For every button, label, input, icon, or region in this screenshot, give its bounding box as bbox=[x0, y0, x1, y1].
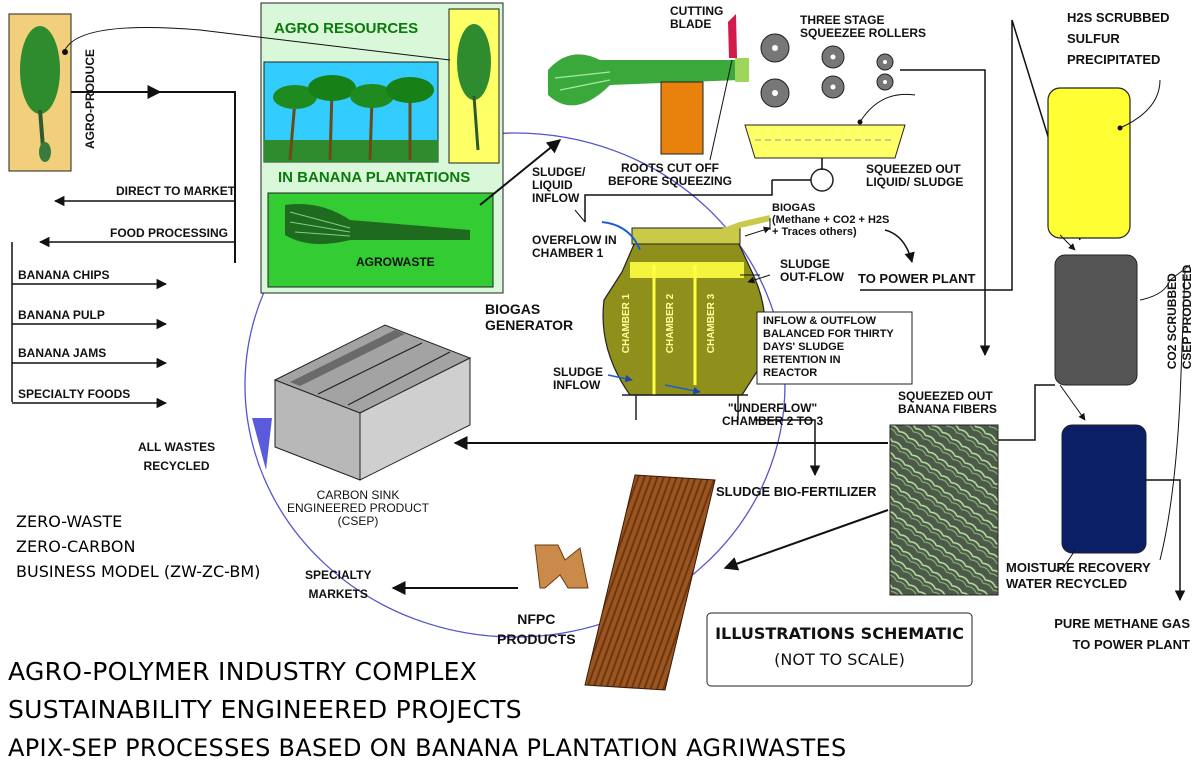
pump-icon bbox=[810, 168, 834, 192]
squeezee-rollers-icon bbox=[760, 33, 894, 108]
squeezed-liquid-label: SQUEEZED OUT LIQUID/ SLUDGE bbox=[866, 162, 964, 189]
cutting-blade-label: CUTTING BLADE bbox=[670, 4, 724, 31]
sludge-inflow-label: SLUDGE INFLOW bbox=[553, 365, 604, 392]
agrowaste-label: AGROWASTE bbox=[356, 255, 435, 269]
overflow-chamber1-label: OVERFLOW IN CHAMBER 1 bbox=[532, 233, 617, 260]
carbon-sink-box-icon bbox=[273, 324, 472, 481]
to-power-plant-label: TO POWER PLANT bbox=[858, 271, 976, 286]
banana-chips-label: BANANA CHIPS bbox=[18, 268, 110, 282]
h2s-scrubbed-label: H2S SCRUBBED SULFUR PRECIPITATED bbox=[1067, 10, 1170, 67]
all-wastes-recycled-label: ALL WASTES RECYCLED bbox=[138, 440, 216, 473]
moisture-recovery-tank bbox=[1061, 424, 1147, 554]
banana-jams-label: BANANA JAMS bbox=[18, 346, 107, 360]
chamber1-label: CHAMBER 1 bbox=[621, 293, 633, 354]
banana-stalk-machine-icon bbox=[548, 54, 749, 106]
biogas-label: BIOGAS (Methane + CO2 + H2S + Traces oth… bbox=[772, 202, 890, 238]
sludge-bio-fertilizer-label: SLUDGE BIO-FERTILIZER bbox=[716, 484, 877, 499]
moisture-recovery-label: MOISTURE RECOVERY WATER RECYCLED bbox=[1006, 560, 1151, 591]
recycle-cycle-circle bbox=[244, 132, 786, 638]
orange-support-block bbox=[660, 81, 704, 155]
nfpc-products-label: NFPC PRODUCTS bbox=[497, 611, 576, 647]
chamber2-label: CHAMBER 2 bbox=[665, 293, 677, 354]
biogas-generator-label: BIOGAS GENERATOR bbox=[485, 301, 574, 333]
underflow-label: "UNDERFLOW" CHAMBER 2 TO 3 bbox=[722, 401, 824, 428]
footer-title-line1: AGRO-POLYMER INDUSTRY COMPLEX bbox=[8, 657, 478, 686]
wood-plank-icon bbox=[534, 474, 716, 691]
banana-pulp-label: BANANA PULP bbox=[18, 308, 105, 322]
footer-title-line3: APIX-SEP PROCESSES BASED ON BANANA PLANT… bbox=[8, 734, 847, 762]
specialty-markets-label: SPECIALTY MARKETS bbox=[305, 568, 372, 601]
direct-to-market-label: DIRECT TO MARKET bbox=[116, 184, 236, 198]
banana-fibers-image bbox=[889, 424, 999, 596]
specialty-foods-label: SPECIALTY FOODS bbox=[18, 387, 131, 401]
illustrations-schematic-label: ILLUSTRATIONS SCHEMATIC bbox=[715, 624, 964, 643]
inflow-outflow-note-label: INFLOW & OUTFLOW BALANCED FOR THIRTY DAY… bbox=[763, 315, 894, 379]
recycle-cycle-arrowhead bbox=[252, 418, 272, 470]
h2s-scrubber-tank bbox=[1047, 87, 1131, 239]
not-to-scale-label: (NOT TO SCALE) bbox=[774, 650, 905, 669]
cutting-blade-icon bbox=[728, 14, 737, 58]
business-model-label: BUSINESS MODEL (ZW-ZC-BM) bbox=[16, 562, 261, 581]
agro-produce-label: AGRO-PRODUCE bbox=[83, 48, 98, 150]
inflow-outflow-note-box bbox=[756, 311, 913, 385]
three-stage-rollers-label: THREE STAGE SQUEEZEE ROLLERS bbox=[800, 13, 927, 40]
sludge-outflow-label: SLUDGE OUT-FLOW bbox=[780, 257, 844, 284]
in-banana-plantations-label: IN BANANA PLANTATIONS bbox=[278, 169, 471, 186]
co2-scrubbed-label: CO2 SCRUBBED CSEP PRODUCED bbox=[1165, 264, 1195, 370]
banana-stalk-icon bbox=[285, 204, 470, 244]
illustrations-schematic-box bbox=[706, 612, 973, 687]
banana-bunch-icon bbox=[20, 26, 60, 162]
pure-methane-label: PURE METHANE GAS TO POWER PLANT bbox=[1054, 616, 1190, 652]
zero-waste-label: ZERO-WASTE bbox=[16, 512, 123, 531]
food-processing-label: FOOD PROCESSING bbox=[110, 226, 229, 240]
co2-scrubber-tank bbox=[1054, 254, 1138, 386]
zero-carbon-label: ZERO-CARBON bbox=[16, 537, 136, 556]
footer-title-line2: SUSTAINABILITY ENGINEERED PROJECTS bbox=[8, 695, 522, 724]
banana-bunch-small-icon bbox=[457, 24, 491, 151]
sludge-trough bbox=[744, 124, 906, 159]
roots-cut-off-label: ROOTS CUT OFF BEFORE SQUEEZING bbox=[608, 161, 733, 188]
chamber3-label: CHAMBER 3 bbox=[706, 293, 718, 354]
palm-trees-icon bbox=[264, 75, 438, 162]
carbon-sink-label: CARBON SINK ENGINEERED PRODUCT (CSEP) bbox=[287, 488, 430, 528]
agro-resources-label: AGRO RESOURCES bbox=[274, 20, 419, 37]
sludge-liquid-inflow-label: SLUDGE/ LIQUID INFLOW bbox=[532, 165, 586, 205]
squeezed-fibers-label: SQUEEZED OUT BANANA FIBERS bbox=[898, 389, 997, 416]
